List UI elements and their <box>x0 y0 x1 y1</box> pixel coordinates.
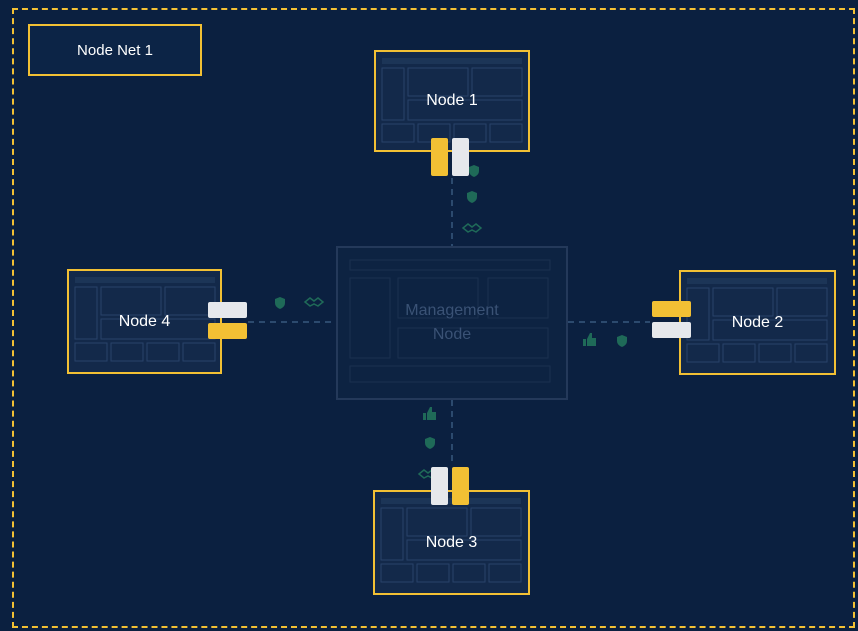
node-net-boundary <box>12 8 855 628</box>
management-node[interactable]: Management Node <box>336 246 568 400</box>
node-2-port-white[interactable] <box>652 322 691 338</box>
node-1-label: Node 1 <box>426 92 478 109</box>
shield-check-icon <box>467 191 477 203</box>
shield-check-icon <box>617 335 627 347</box>
node-2[interactable]: Node 2 <box>679 270 836 375</box>
node-1-port-yellow[interactable] <box>431 138 448 176</box>
node-4-port-white[interactable] <box>208 302 247 318</box>
node-3[interactable]: Node 3 <box>373 490 530 595</box>
node-2-label: Node 2 <box>731 313 784 331</box>
thumbs-up-icon <box>423 407 436 420</box>
handshake-icon <box>303 297 325 307</box>
thumbs-up-icon <box>583 333 596 346</box>
node-1[interactable]: Node 1 <box>374 50 530 152</box>
node-1-thumbnail <box>381 58 523 143</box>
node-4[interactable]: Node 4 <box>67 269 222 374</box>
node-3-port-yellow[interactable] <box>452 467 469 505</box>
node-2-port-yellow[interactable] <box>652 301 691 317</box>
shield-check-icon <box>469 165 479 177</box>
node-3-label: Node 3 <box>425 533 478 551</box>
management-node-label: Management Node <box>405 302 499 343</box>
handshake-icon <box>461 223 483 233</box>
node-1-port-white[interactable] <box>452 138 469 176</box>
node-3-port-white[interactable] <box>431 467 448 505</box>
node-3-thumbnail <box>380 498 522 583</box>
node-4-port-yellow[interactable] <box>208 323 247 339</box>
node-net-label: Node Net 1 <box>28 24 202 76</box>
shield-check-icon <box>425 437 435 449</box>
management-node-thumbnail <box>349 259 551 383</box>
shield-check-icon <box>275 297 285 309</box>
node-4-label: Node 4 <box>118 312 171 330</box>
